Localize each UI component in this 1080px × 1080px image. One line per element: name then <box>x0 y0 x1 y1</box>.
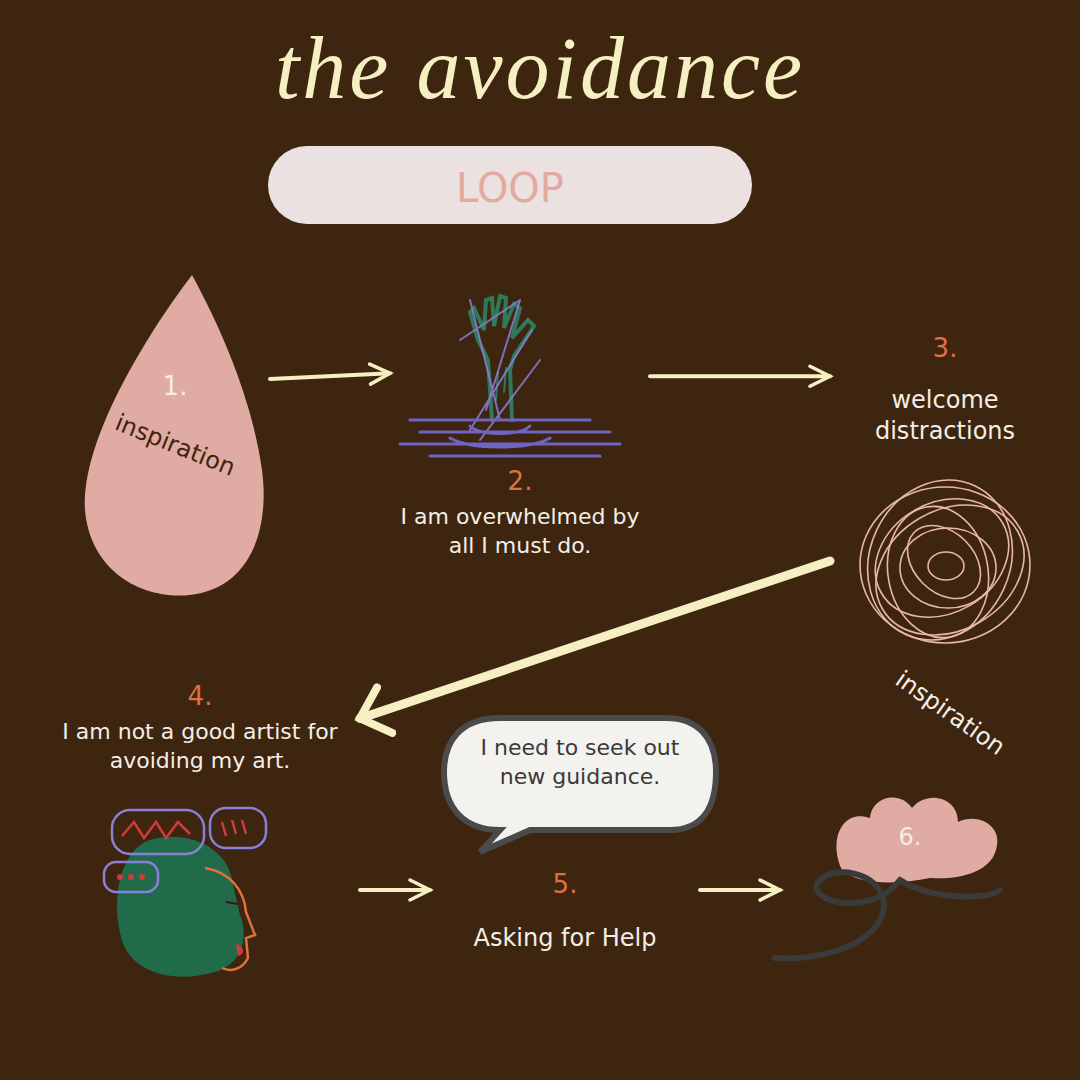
step-group: 2. I am overwhelmed by all I must do. <box>390 285 650 600</box>
callout-number: 4. <box>40 680 360 714</box>
diagram-title: the avoidance <box>0 18 1080 119</box>
teardrop-fill <box>85 275 264 596</box>
pill-text: LOOP <box>268 162 752 214</box>
step-text: inspiration <box>871 652 1028 775</box>
title-pill: LOOP <box>268 146 752 224</box>
step-group: 5. Asking for Help <box>430 868 700 968</box>
step-group: inspiration6. <box>780 690 1050 980</box>
callout-number: 6. <box>880 822 940 853</box>
callout-number: 1. <box>80 370 270 404</box>
teardrop-shape: 1.inspiration <box>80 270 270 600</box>
bubble-text: I need to seek out new guidance. <box>460 734 700 791</box>
callout-number: 2. <box>390 465 650 499</box>
flow-arrow <box>650 374 830 378</box>
step-text: I am not a good artist for avoiding my a… <box>55 718 345 775</box>
flow-arrow <box>360 561 830 718</box>
step-text: welcome distractions <box>835 385 1055 447</box>
flow-arrow <box>700 888 780 892</box>
speech-bubble: I need to seek out new guidance. <box>440 712 720 840</box>
hand-illustration <box>400 296 620 456</box>
step-text: I am overwhelmed by all I must do. <box>395 503 645 560</box>
head-illustration <box>104 808 266 977</box>
step-text: Asking for Help <box>430 923 700 954</box>
scribble-illustration <box>842 456 1048 664</box>
flower-illustration <box>775 797 1000 958</box>
step-group: 4. I am not a good artist for avoiding my… <box>40 680 360 1000</box>
flow-arrow <box>270 373 390 379</box>
callout-number: 5. <box>430 868 700 902</box>
callout-number: 3. <box>830 332 1060 366</box>
step-group: 3. welcome distractions <box>830 330 1060 660</box>
flow-arrow <box>360 888 430 892</box>
bubble-fill <box>444 718 716 852</box>
